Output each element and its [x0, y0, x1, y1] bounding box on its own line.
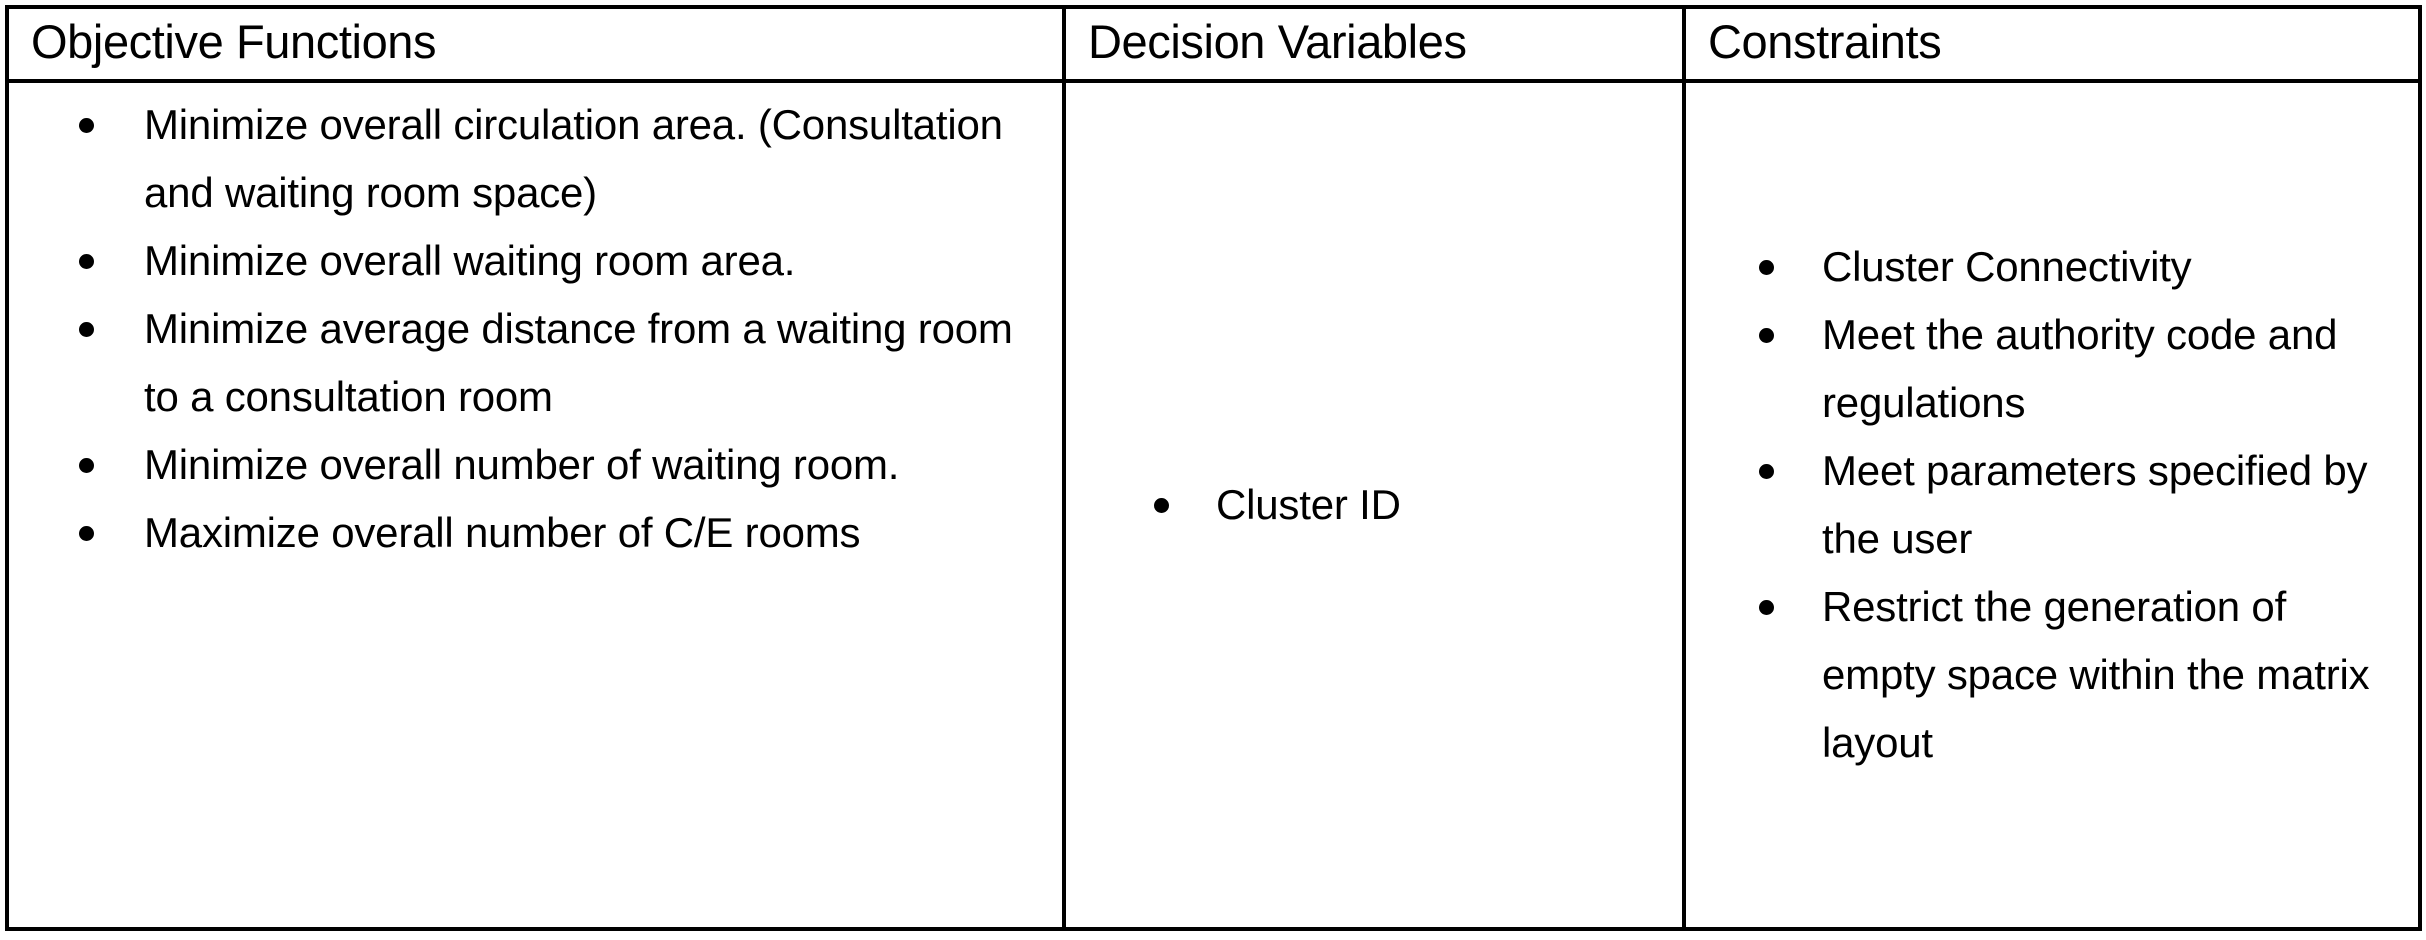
cell-objective-functions: Minimize overall circulation area. (Cons…: [9, 83, 1062, 927]
column-header-objective-functions: Objective Functions: [9, 9, 1062, 79]
list-item: Meet parameters specified by the user: [1686, 437, 2418, 573]
decision-variables-list: Cluster ID: [1066, 471, 1682, 539]
table-body-row: Minimize overall circulation area. (Cons…: [9, 83, 2418, 927]
list-item: Minimize overall circulation area. (Cons…: [9, 91, 1062, 227]
header-label-constraints: Constraints: [1708, 15, 1942, 68]
list-item: Minimize average distance from a waiting…: [9, 295, 1062, 431]
header-label-decision-variables: Decision Variables: [1088, 15, 1467, 68]
optimization-formulation-table: Objective Functions Decision Variables C…: [5, 5, 2422, 931]
column-header-constraints: Constraints: [1686, 9, 2418, 79]
list-item: Maximize overall number of C/E rooms: [9, 499, 1062, 567]
constraints-list: Cluster Connectivity Meet the authority …: [1686, 233, 2418, 777]
cell-constraints: Cluster Connectivity Meet the authority …: [1686, 83, 2418, 927]
list-item: Cluster Connectivity: [1686, 233, 2418, 301]
objective-functions-list: Minimize overall circulation area. (Cons…: [9, 83, 1062, 567]
column-header-decision-variables: Decision Variables: [1062, 9, 1686, 79]
cell-decision-variables: Cluster ID: [1062, 83, 1686, 927]
list-item: Minimize overall number of waiting room.: [9, 431, 1062, 499]
list-item: Meet the authority code and regulations: [1686, 301, 2418, 437]
list-item: Minimize overall waiting room area.: [9, 227, 1062, 295]
table-header-row: Objective Functions Decision Variables C…: [9, 9, 2418, 83]
list-item: Restrict the generation of empty space w…: [1686, 573, 2418, 777]
header-label-objective-functions: Objective Functions: [31, 15, 437, 68]
list-item: Cluster ID: [1066, 471, 1682, 539]
